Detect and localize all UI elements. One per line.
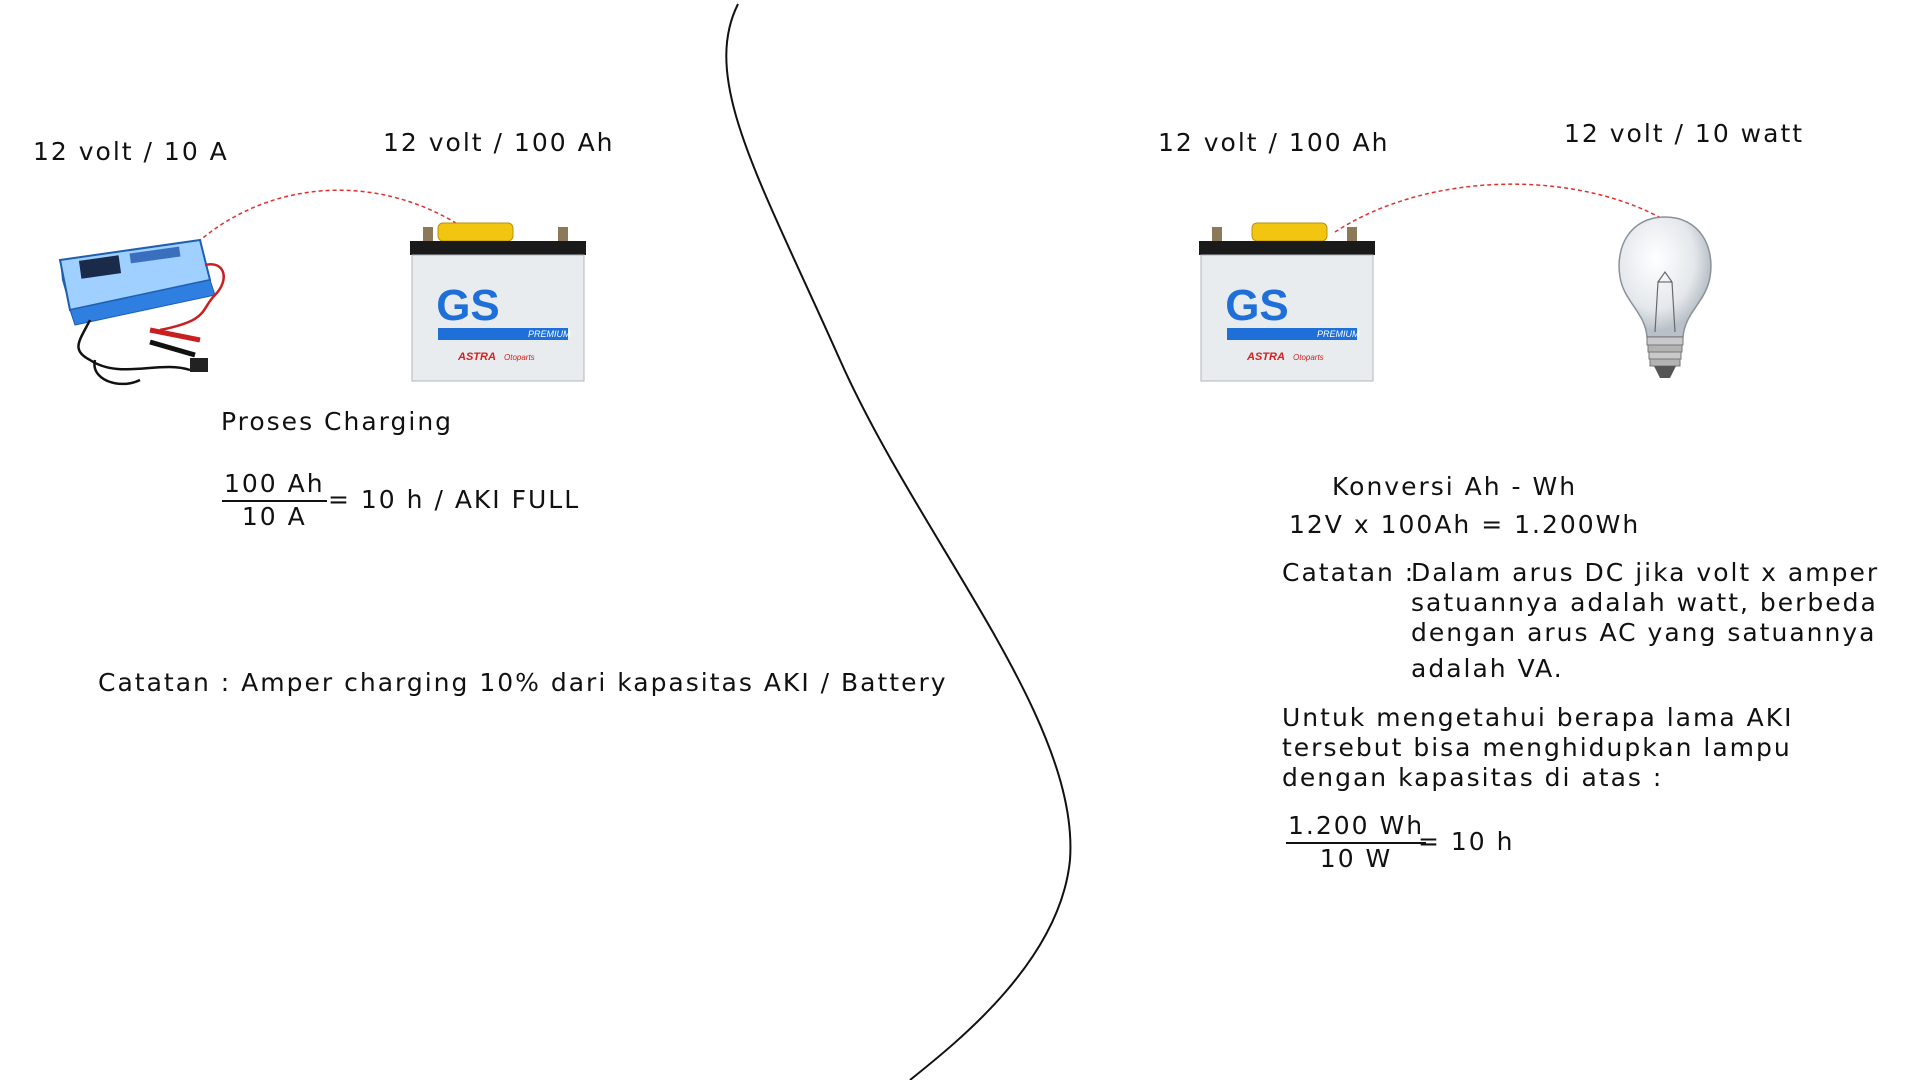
left-note: Catatan : Amper charging 10% dari kapasi… (98, 668, 948, 697)
premium-label: PREMIUM (528, 329, 571, 339)
note-line: dengan arus AC yang satuannya (1411, 618, 1877, 647)
fraction-numerator: 100 Ah (222, 469, 327, 502)
gs-logo: GS (436, 281, 500, 330)
question-line: Untuk mengetahui berapa lama AKI (1282, 703, 1794, 732)
fraction-denominator: 10 A (241, 501, 307, 531)
right-battery-image: GS PREMIUM ASTRA Otoparts (1197, 215, 1377, 385)
conversion-formula: 12V x 100Ah = 1.200Wh (1289, 510, 1641, 539)
conversion-title: Konversi Ah - Wh (1332, 472, 1578, 501)
question-line: dengan kapasitas di atas : (1282, 763, 1664, 792)
lamp-duration-result: = 10 h (1418, 827, 1515, 856)
question-line: tersebut bisa menghidupkan lampu (1282, 733, 1792, 762)
lamp-wire-dashed (1334, 183, 1669, 233)
divider-curve (725, 3, 1072, 1080)
note-line: Dalam arus DC jika volt x amper (1411, 558, 1880, 587)
battery-charger-image (58, 238, 225, 386)
right-note-text: Dalam arus DC jika volt x amper satuanny… (1411, 558, 1879, 684)
astra-label: ASTRA (1246, 351, 1285, 363)
gs-logo: GS (1225, 281, 1289, 330)
duration-question: Untuk mengetahui berapa lama AKI tersebu… (1282, 703, 1794, 793)
lamp-duration-fraction: 1.200 Wh 10 W (1286, 811, 1427, 874)
charger-rating: 12 volt / 10 A (33, 137, 229, 166)
left-battery-image: GS PREMIUM ASTRA Otoparts (408, 215, 588, 385)
charger-wire-dashed (197, 189, 471, 243)
light-bulb-image (1618, 216, 1712, 378)
premium-label: PREMIUM (1317, 329, 1360, 339)
fraction-numerator: 1.200 Wh (1286, 811, 1427, 844)
note-line: satuannya adalah watt, berbeda (1411, 588, 1878, 617)
fraction-denominator: 10 W (1319, 843, 1393, 873)
right-note-label: Catatan : (1282, 558, 1416, 587)
charging-time-fraction: 100 Ah 10 A (222, 469, 327, 532)
astra-label: ASTRA (457, 351, 496, 363)
right-battery-rating: 12 volt / 100 Ah (1158, 128, 1390, 157)
otoparts-label: Otoparts (1293, 353, 1324, 362)
lamp-rating: 12 volt / 10 watt (1564, 119, 1805, 148)
left-battery-rating: 12 volt / 100 Ah (383, 128, 615, 157)
otoparts-label: Otoparts (504, 353, 535, 362)
charging-process-title: Proses Charging (221, 407, 454, 436)
charging-time-result: = 10 h / AKI FULL (328, 485, 581, 514)
note-line: adalah VA. (1411, 654, 1564, 683)
